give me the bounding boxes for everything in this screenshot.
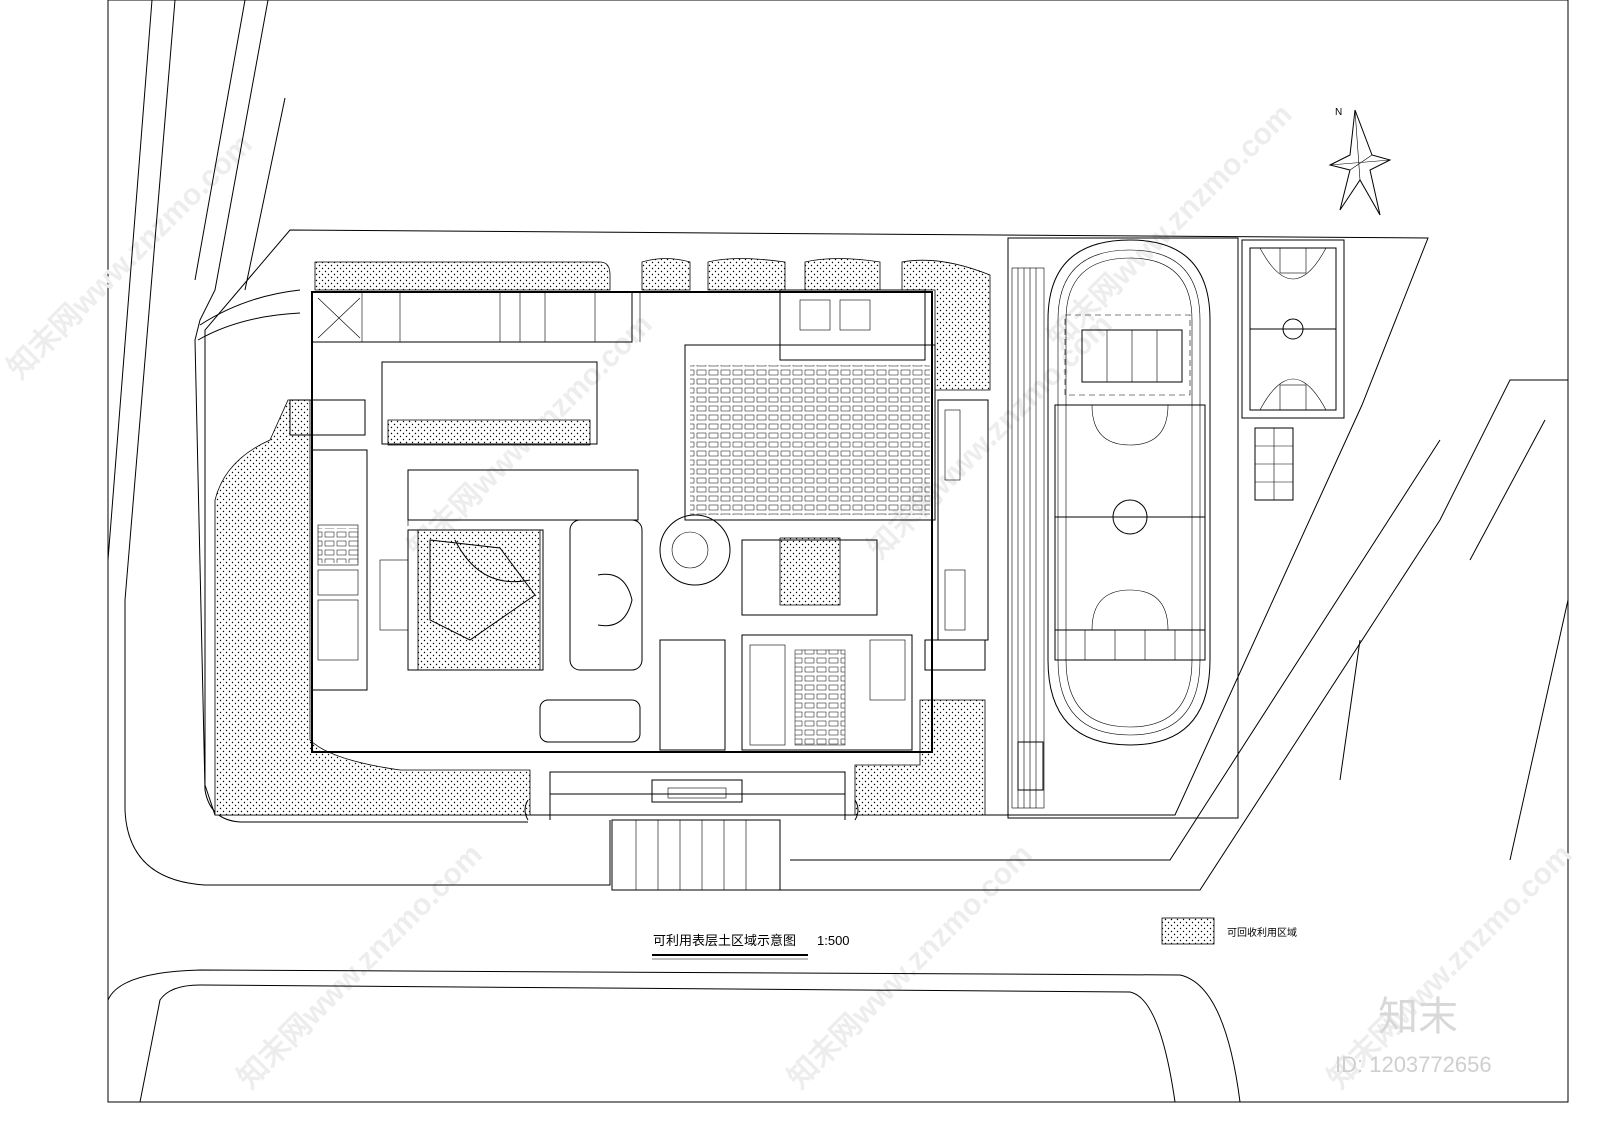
drawing-title: 可利用表层土区域示意图 — [653, 933, 796, 949]
reusable-topsoil-zones — [214, 258, 991, 816]
watermark-text: 知末网www.znzmo.com — [1042, 98, 1299, 355]
watermark-text: 知末网www.znzmo.com — [782, 838, 1039, 1095]
watermark-text: 知末网www.znzmo.com — [2, 128, 259, 385]
drawing-frame — [107, 0, 1569, 1103]
compass-rose-icon — [1328, 109, 1392, 216]
sports-field — [1007, 237, 1239, 819]
legend-label: 可回收利用区域 — [1227, 926, 1297, 939]
site-boundary — [204, 229, 1429, 816]
basketball-court — [1241, 239, 1345, 501]
watermark-text: 知末网www.znzmo.com — [232, 838, 489, 1095]
north-label: N — [1335, 107, 1342, 118]
legend-swatch — [1161, 917, 1215, 945]
drawing-scale: 1:500 — [817, 933, 850, 948]
theater-block — [741, 539, 913, 751]
road-bottom — [107, 969, 1241, 1103]
image-id: ID: 1203772656 — [1335, 1052, 1492, 1077]
legend: 可回收利用区域 — [1161, 917, 1297, 945]
left-wing — [289, 399, 409, 691]
north-arrow: N — [1328, 107, 1392, 216]
drawing-title-block: 可利用表层土区域示意图 1:500 — [652, 933, 850, 960]
brand-watermark: 知末 ID: 1203772656 — [1335, 994, 1492, 1077]
south-entrance — [524, 771, 859, 891]
seating-hall — [684, 289, 936, 521]
east-strip — [924, 399, 989, 671]
brand-logo-text: 知末 — [1378, 994, 1458, 1040]
road-left — [107, 0, 611, 886]
